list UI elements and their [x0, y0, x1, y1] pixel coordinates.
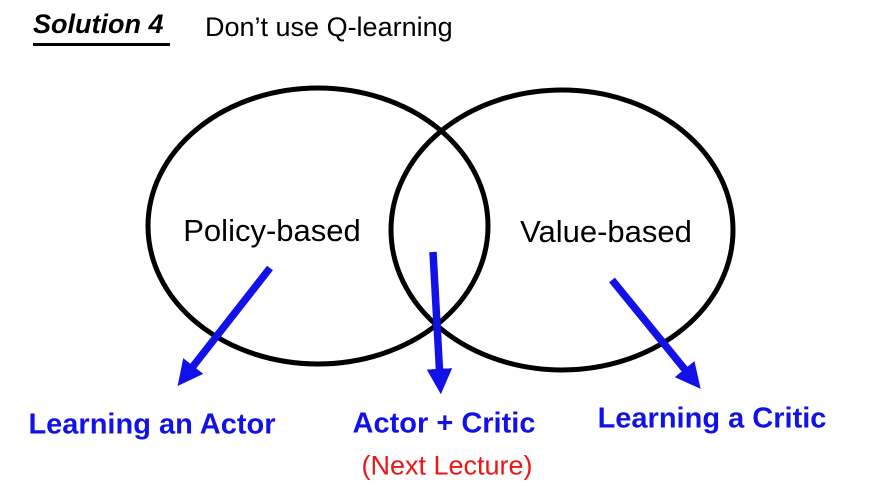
actor-plus-critic-label: Actor + Critic — [352, 407, 536, 440]
learning-an-actor-label: Learning an Actor — [28, 408, 276, 441]
policy-based-circle — [145, 85, 491, 367]
value-based-label: Value-based — [520, 214, 692, 249]
arrow-to-learning-an-actor — [177, 265, 273, 387]
policy-based-label: Policy-based — [183, 213, 361, 248]
slide-title-heading: Solution 4 — [33, 9, 170, 46]
value-based-circle — [388, 87, 736, 373]
arrow-to-learning-a-critic — [609, 277, 701, 389]
learning-a-critic-label: Learning a Critic — [597, 402, 827, 435]
slide-title-subtitle: Don’t use Q-learning — [205, 12, 453, 42]
arrow-to-actor-plus-critic — [426, 251, 453, 395]
next-lecture-note: (Next Lecture) — [361, 450, 533, 481]
